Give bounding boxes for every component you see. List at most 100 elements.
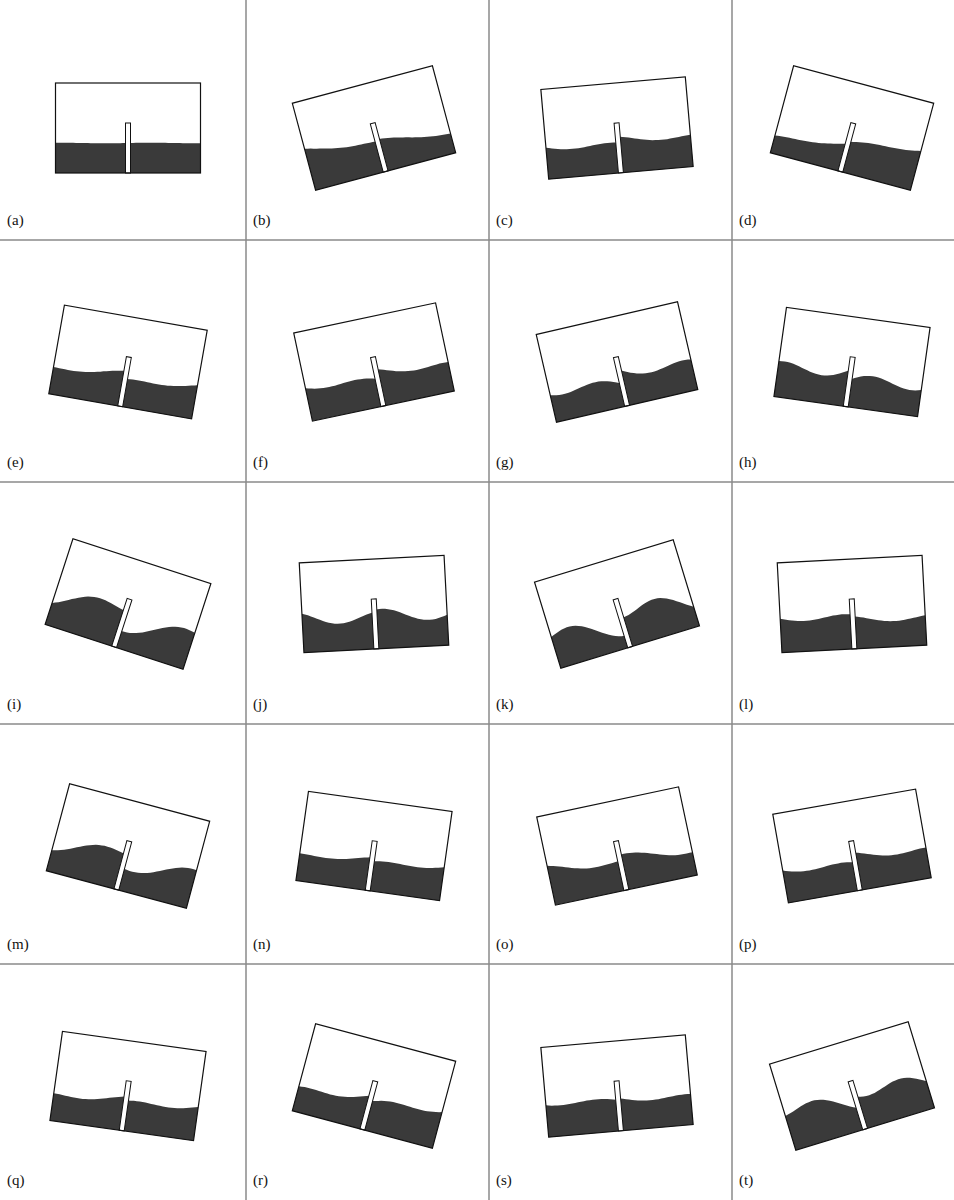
tank-interior: [45, 539, 211, 669]
fluid-right: [122, 373, 197, 419]
panel-label: (r): [252, 1172, 269, 1189]
tank: [770, 66, 933, 190]
fluid-left: [46, 833, 124, 889]
tank-interior: [541, 77, 693, 179]
tank-interior: [294, 303, 455, 421]
tank-wall: [773, 789, 931, 903]
grid-line: [0, 723, 954, 725]
tank-interior: [46, 784, 209, 908]
tank-interior: [541, 1035, 693, 1137]
panel-label: (i): [6, 696, 22, 713]
fluid-right: [376, 605, 448, 648]
fluid-left: [56, 143, 127, 173]
baffle: [360, 1081, 378, 1131]
tank: [537, 787, 698, 905]
panel-label: (k): [495, 696, 515, 713]
tank-wall: [770, 1022, 935, 1150]
tank-wall: [292, 66, 455, 190]
panel-label: (m): [6, 936, 30, 953]
tank-wall: [535, 540, 700, 668]
fluid-right: [130, 143, 201, 173]
tank-interior: [777, 555, 927, 652]
fluid-right: [855, 613, 927, 649]
tank-wall: [541, 1035, 693, 1137]
tank: [49, 305, 207, 419]
panel-label: (l): [738, 696, 754, 713]
tank-wall: [46, 784, 209, 908]
panel-label: (d): [738, 212, 758, 229]
tank-interior: [49, 305, 207, 419]
panel-label: (t): [738, 1172, 754, 1189]
panel-label: (g): [495, 454, 515, 471]
tank-wall: [541, 77, 693, 179]
fluid-left: [50, 1087, 125, 1130]
panel-label: (f): [252, 454, 269, 471]
baffle: [370, 123, 388, 173]
tank-interior: [50, 1031, 206, 1140]
grid-line: [731, 0, 733, 1200]
panel-label: (c): [495, 212, 514, 229]
tank-interior: [770, 66, 933, 190]
tank: [777, 555, 927, 652]
grid-line: [0, 963, 954, 965]
baffle: [614, 841, 629, 891]
fluid-left: [49, 359, 125, 406]
tank: [292, 1024, 455, 1148]
tank: [292, 66, 455, 190]
panel-label: (b): [252, 212, 272, 229]
tank: [50, 1031, 206, 1140]
tank: [541, 77, 693, 179]
fluid-left: [302, 610, 374, 653]
tank-interior: [770, 1022, 935, 1150]
grid-line: [0, 481, 954, 483]
tank-interior: [292, 1024, 455, 1148]
baffle: [365, 841, 377, 891]
fluid-left: [783, 1089, 863, 1150]
baffle: [848, 1080, 867, 1129]
tank-wall: [292, 1024, 455, 1148]
fluid-left: [774, 361, 849, 407]
baffle: [371, 599, 379, 649]
grid-line: [245, 0, 247, 1200]
fluid-right: [855, 840, 931, 890]
tank-wall: [296, 791, 452, 900]
fluid-right: [621, 840, 697, 890]
tank: [56, 83, 201, 173]
baffle: [843, 357, 855, 407]
tank-wall: [294, 303, 455, 421]
fluid-right: [124, 1097, 199, 1141]
tank-interior: [536, 302, 698, 422]
baffle: [614, 1081, 623, 1131]
grid-line: [0, 239, 954, 241]
tank: [535, 540, 700, 668]
tank: [774, 307, 930, 416]
panel-label: (a): [6, 212, 25, 229]
tank-interior: [296, 791, 452, 900]
tank-wall: [50, 1031, 206, 1140]
fluid-left: [770, 125, 845, 170]
baffle: [849, 599, 857, 649]
tank-wall: [777, 555, 927, 652]
tank-interior: [773, 789, 931, 903]
tank-interior: [299, 555, 449, 652]
tank-interior: [537, 787, 698, 905]
panel-label: (e): [6, 454, 25, 471]
baffle: [126, 123, 131, 173]
tank-wall: [299, 555, 449, 652]
baffle: [613, 357, 629, 407]
fluid-left: [296, 847, 370, 890]
tank-wall: [537, 787, 698, 905]
baffle: [112, 598, 132, 647]
fluid-right: [842, 133, 921, 191]
fluid-left: [780, 614, 852, 653]
tank: [299, 555, 449, 652]
fluid-right: [620, 131, 693, 173]
fluid-left: [547, 851, 624, 905]
panel-label: (h): [738, 454, 758, 471]
tank: [294, 303, 455, 421]
panel-label: (p): [738, 936, 758, 953]
tank-interior: [535, 540, 700, 668]
